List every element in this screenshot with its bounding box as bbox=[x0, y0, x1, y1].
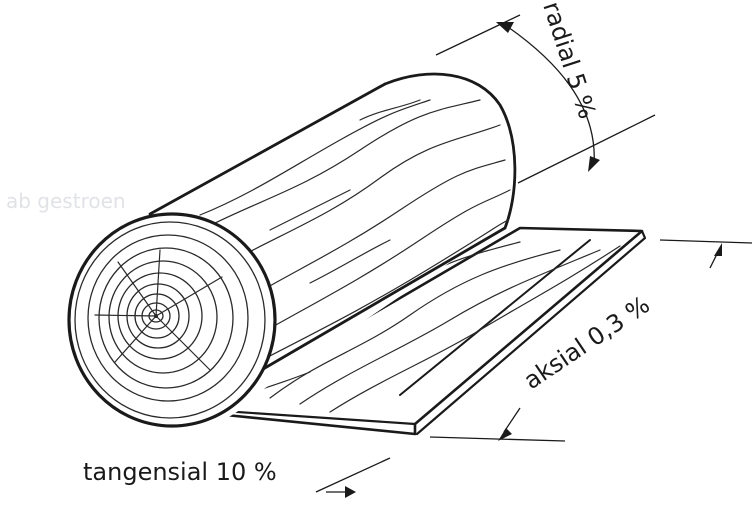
aksial-dimension bbox=[429, 239, 753, 442]
log-end-face bbox=[67, 212, 277, 428]
label-aksial: aksial 0,3 % bbox=[519, 290, 655, 395]
label-radial: radial 5 % bbox=[537, 0, 601, 122]
tangensial-dimension bbox=[315, 457, 391, 498]
radial-dimension bbox=[435, 14, 656, 184]
label-tangensial: tangensial 10 % bbox=[83, 458, 277, 486]
bleed-through-text: ab gestroen bbox=[6, 189, 126, 213]
